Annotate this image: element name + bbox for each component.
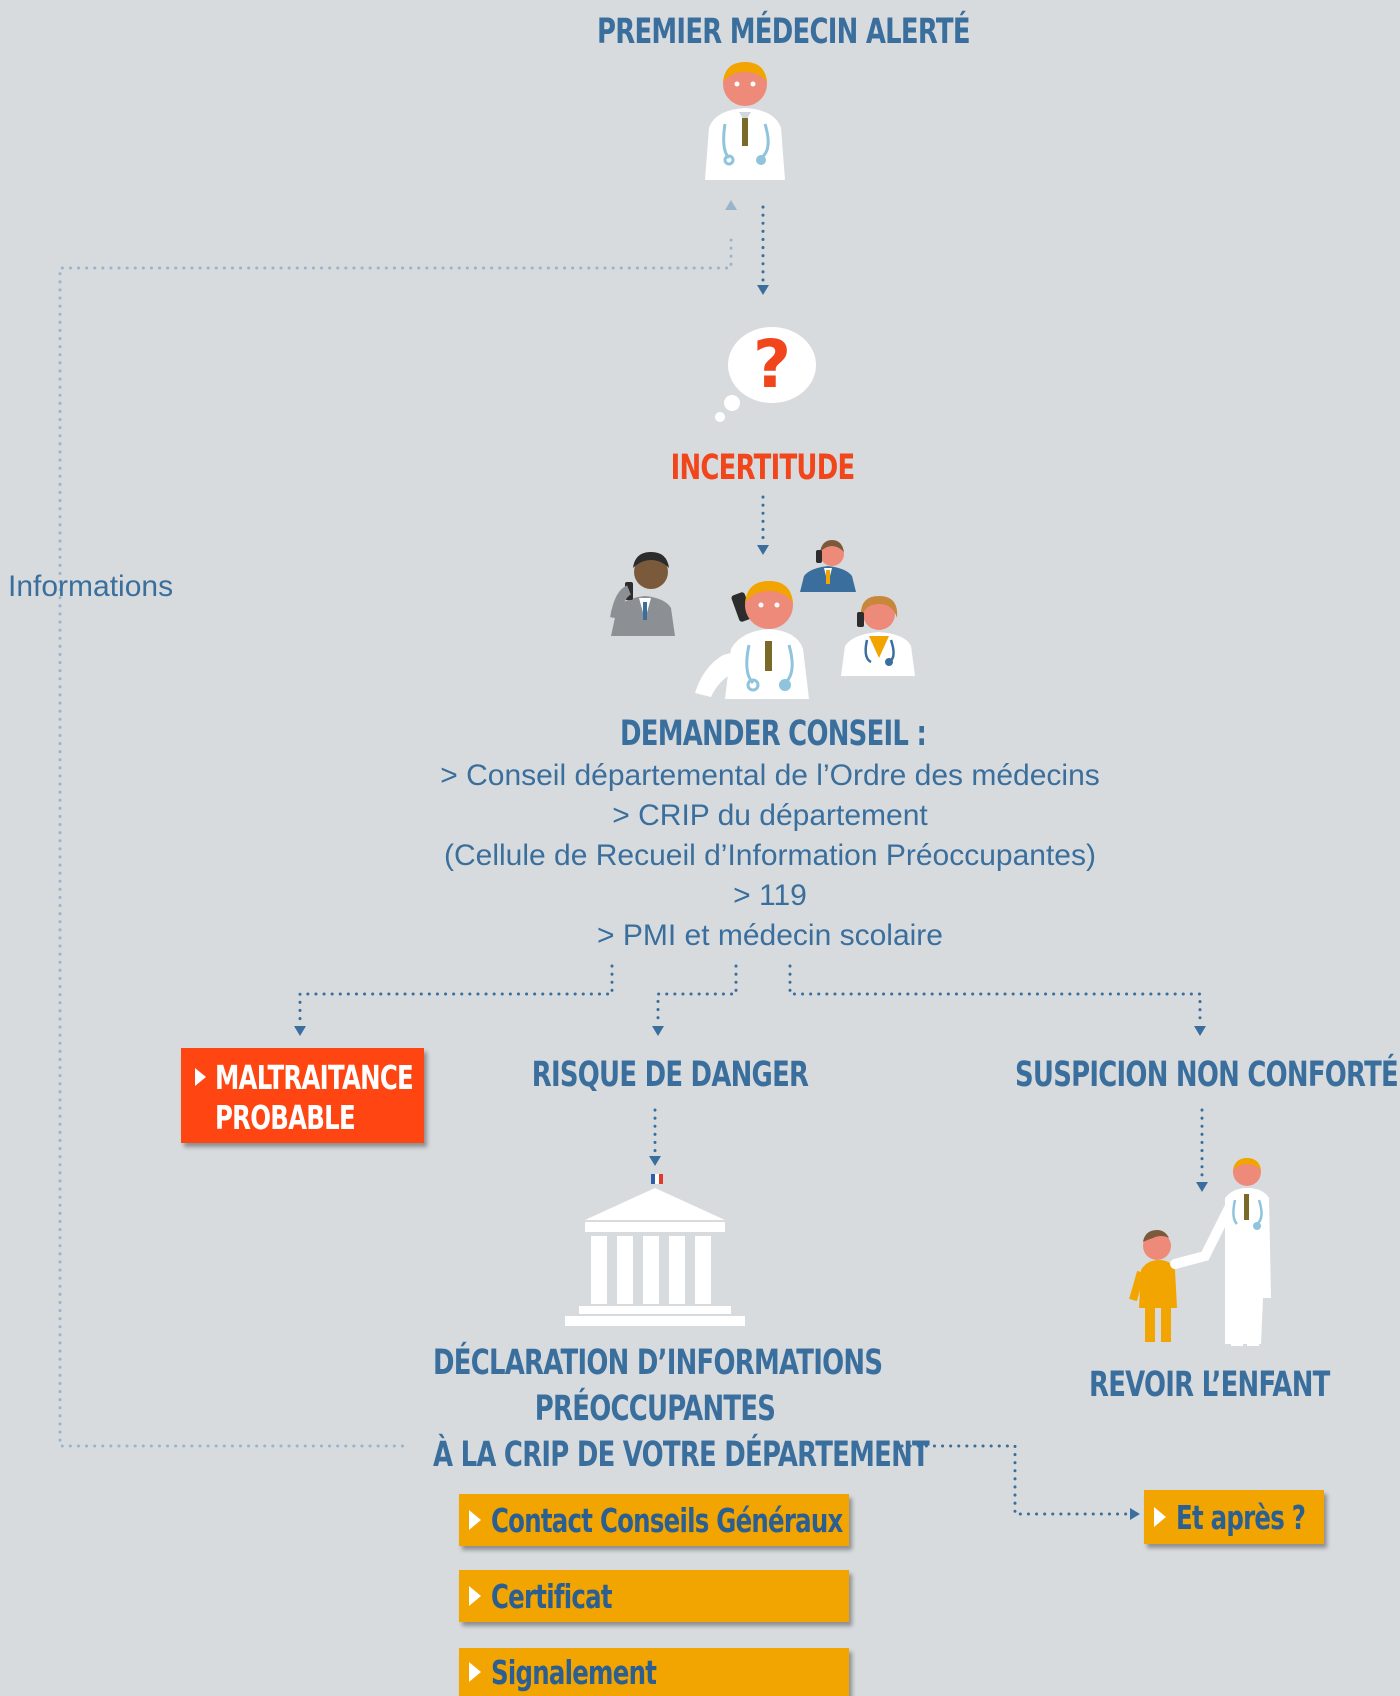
doctor-icon bbox=[705, 62, 785, 180]
advice-line: > CRIP du département bbox=[612, 799, 928, 832]
advice-line: > Conseil départemental de l’Ordre des m… bbox=[440, 759, 1100, 792]
phone-man-grey-icon bbox=[610, 552, 675, 636]
advice-line: > PMI et médecin scolaire bbox=[597, 919, 943, 952]
maltraitance-line2: PROBABLE bbox=[215, 1098, 356, 1137]
arrow-right-icon bbox=[469, 1510, 481, 1530]
et-apres-button[interactable]: Et après ? bbox=[1144, 1490, 1324, 1544]
signalement-label: Signalement bbox=[491, 1652, 657, 1692]
phone-man-blue-icon bbox=[800, 540, 856, 592]
advice-title: DEMANDER CONSEIL : bbox=[620, 714, 927, 754]
arrow-right-icon bbox=[469, 1662, 481, 1682]
et-apres-label: Et après ? bbox=[1176, 1497, 1306, 1537]
question-mark: ? bbox=[752, 326, 792, 403]
advice-line: > 119 bbox=[733, 879, 807, 912]
first-doctor-title: PREMIER MÉDECIN ALERTÉ bbox=[597, 12, 971, 52]
advice-list: > Conseil départemental de l’Ordre des m… bbox=[280, 756, 1260, 956]
certificat-button[interactable]: Certificat bbox=[459, 1570, 849, 1622]
declaration-line2: PRÉOCCUPANTES bbox=[534, 1389, 776, 1429]
declaration-line1: DÉCLARATION D’INFORMATIONS bbox=[433, 1343, 883, 1383]
signalement-button[interactable]: Signalement bbox=[459, 1648, 849, 1696]
advice-line: (Cellule de Recueil d’Information Préocc… bbox=[443, 839, 1096, 872]
maltraitance-probable-button[interactable]: MALTRAITANCE PROBABLE bbox=[181, 1048, 424, 1143]
contact-conseils-label: Contact Conseils Généraux bbox=[491, 1500, 843, 1540]
phone-woman-doctor-icon bbox=[841, 596, 915, 676]
risk-title: RISQUE DE DANGER bbox=[531, 1055, 809, 1095]
declaration-line3: À LA CRIP DE VOTRE DÉPARTEMENT bbox=[433, 1435, 930, 1475]
declaration-block: DÉCLARATION D’INFORMATIONS PRÉOCCUPANTES… bbox=[355, 1340, 955, 1478]
certificat-label: Certificat bbox=[491, 1576, 613, 1616]
doctor-with-child-icon bbox=[1129, 1158, 1271, 1346]
arrow-right-icon bbox=[469, 1586, 481, 1606]
uncertainty-title: INCERTITUDE bbox=[670, 448, 856, 488]
arrow-right-icon bbox=[195, 1068, 206, 1086]
contact-conseils-button[interactable]: Contact Conseils Généraux bbox=[459, 1494, 849, 1546]
maltraitance-line1: MALTRAITANCE bbox=[215, 1058, 414, 1097]
see-child-again-title: REVOIR L’ENFANT bbox=[1089, 1365, 1330, 1405]
question-bubble-icon bbox=[715, 327, 816, 422]
informations-loop bbox=[58, 238, 733, 1448]
doctor-phone-icon bbox=[695, 581, 809, 699]
informations-label: Informations bbox=[8, 570, 174, 603]
arrow-right-icon bbox=[1154, 1507, 1166, 1527]
government-building-icon bbox=[565, 1174, 745, 1326]
suspicion-title: SUSPICION NON CONFORTÉE bbox=[1015, 1055, 1400, 1095]
